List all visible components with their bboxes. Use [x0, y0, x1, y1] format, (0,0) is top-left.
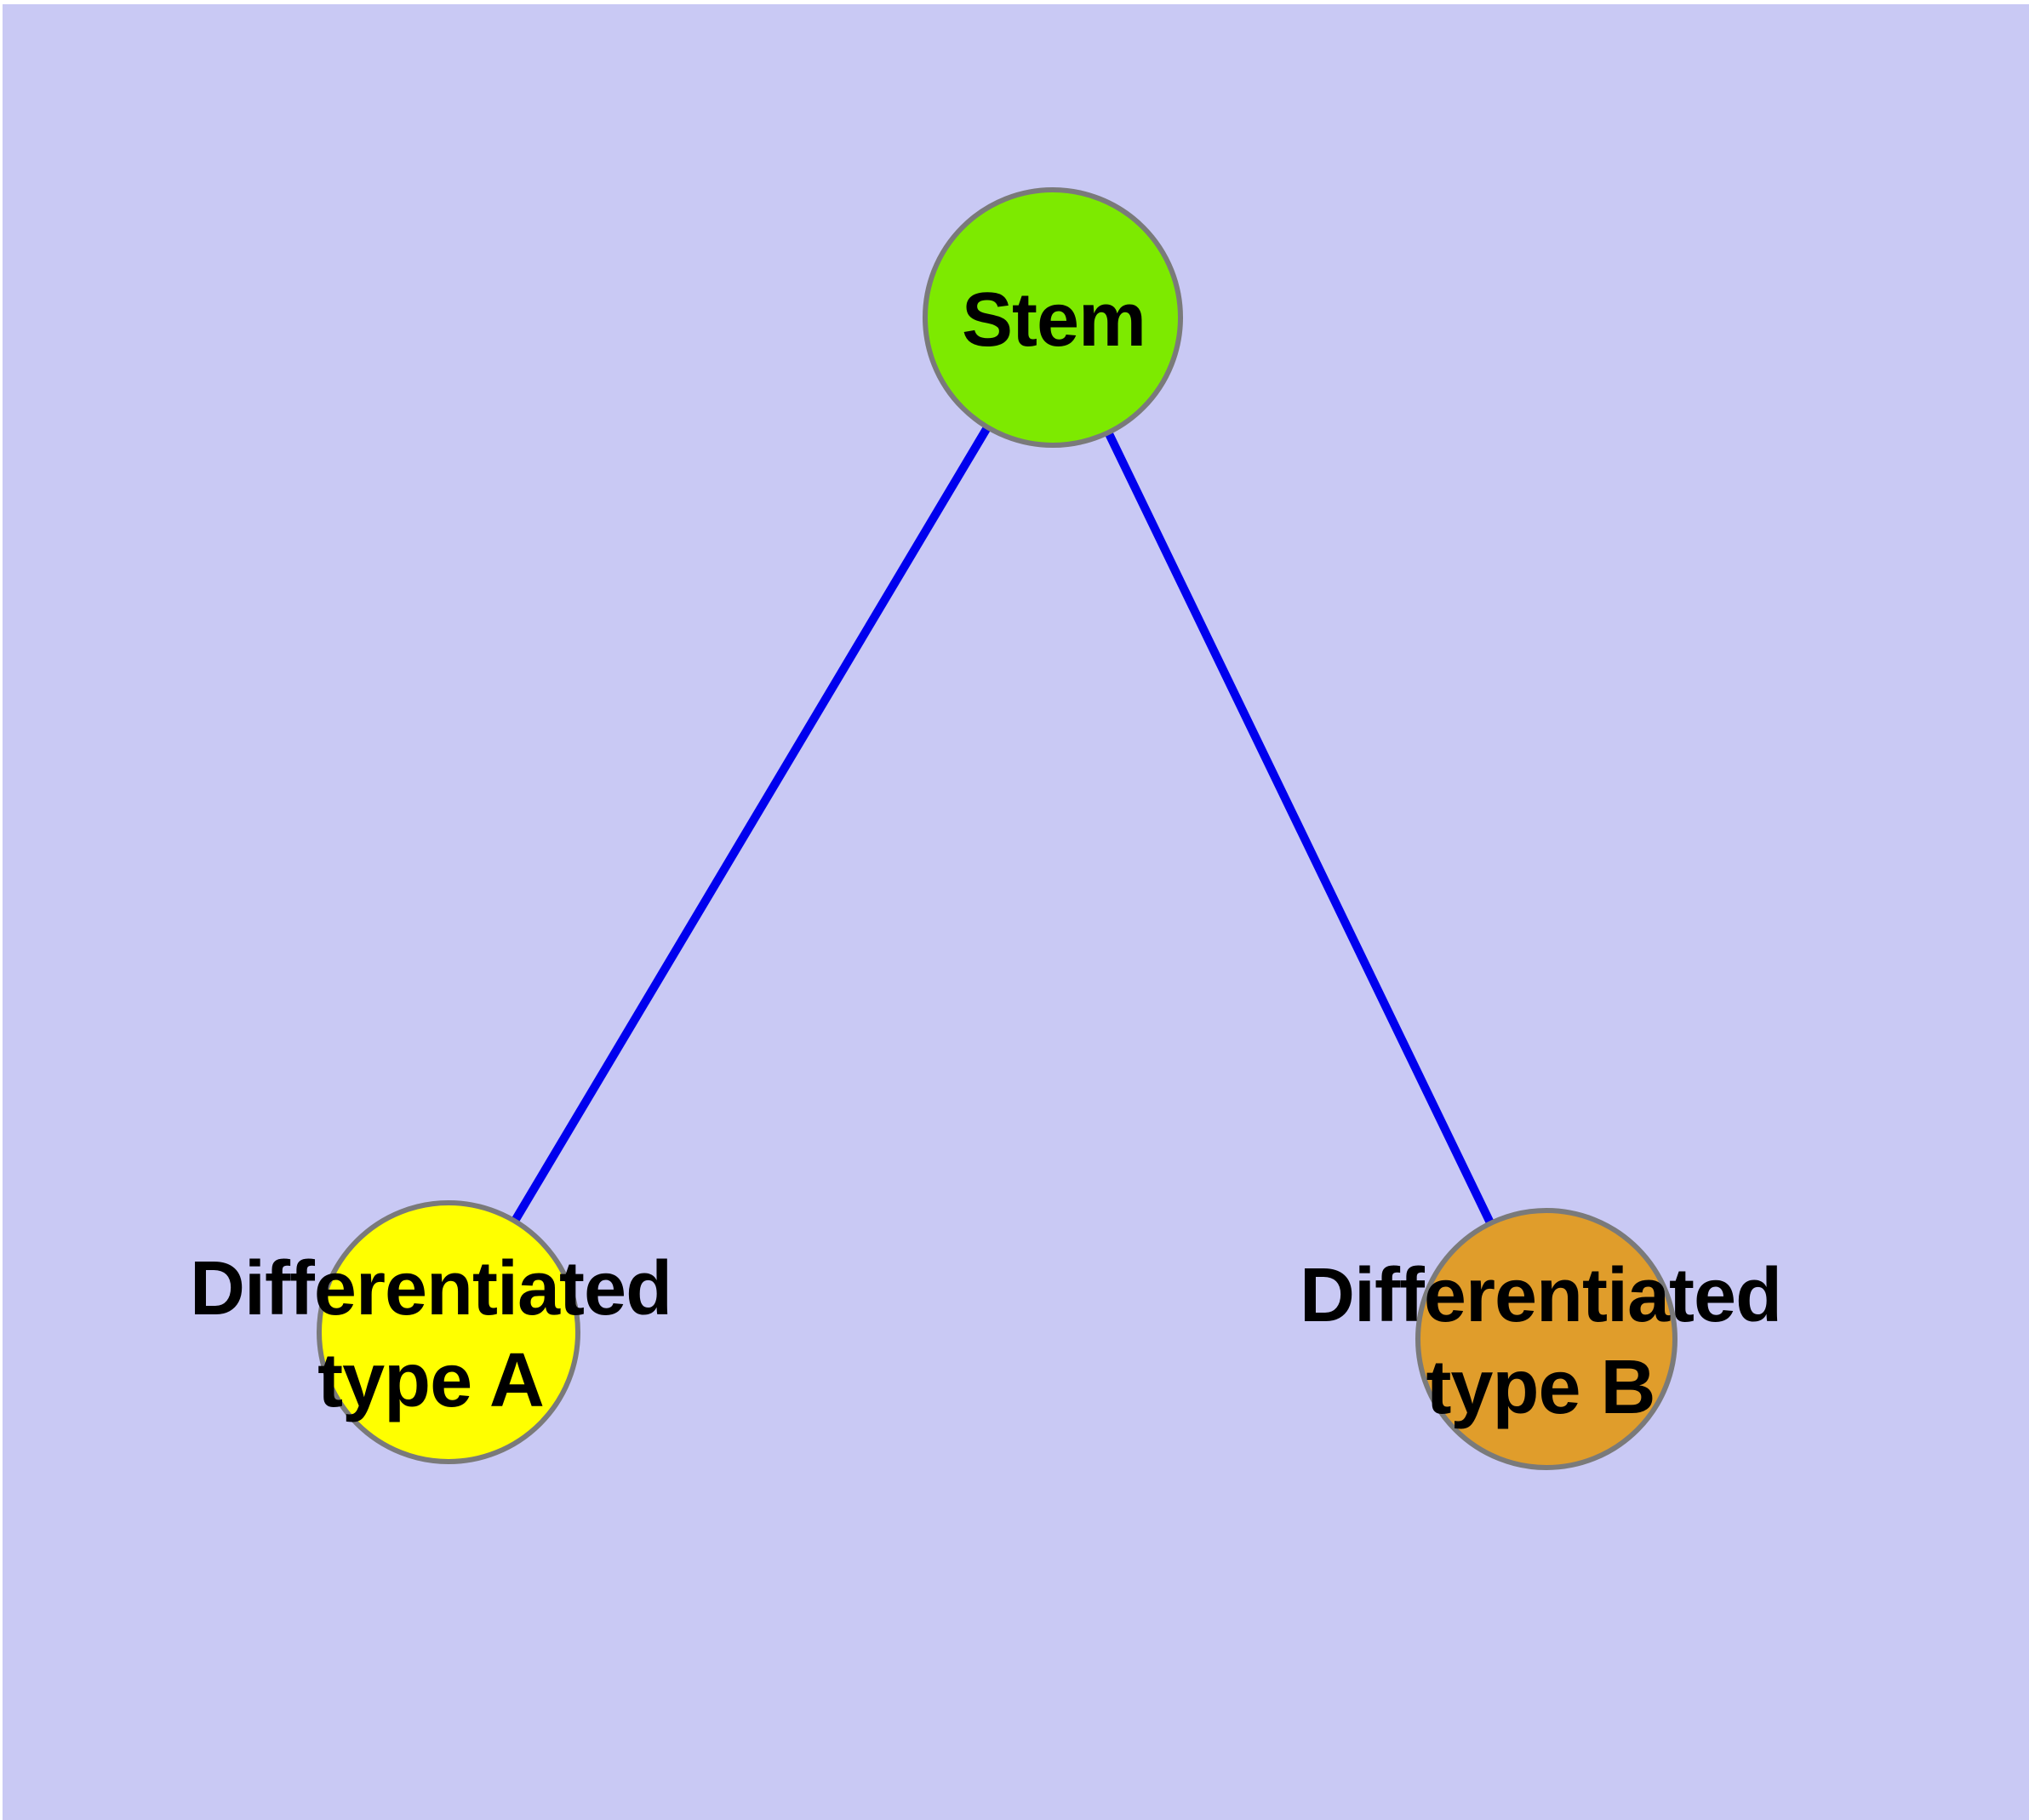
edge-stem-to-type-b[interactable]: [1049, 315, 1551, 1342]
node-stem-circle[interactable]: [923, 187, 1183, 448]
node-type-a-circle[interactable]: [317, 1200, 580, 1464]
node-type-b-circle[interactable]: [1415, 1208, 1677, 1470]
edge-stem-to-type-a[interactable]: [444, 315, 1057, 1335]
